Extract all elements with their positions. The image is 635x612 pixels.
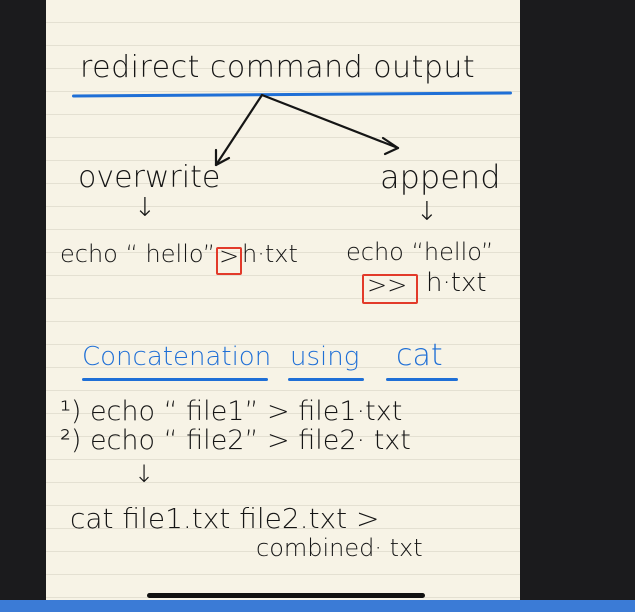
append-operator-box: [362, 274, 418, 304]
note-title: redirect command output: [80, 50, 476, 85]
overwrite-command: echo “ hello”: [60, 240, 216, 268]
using-underline: [288, 378, 364, 381]
note-line-1: ¹) echo “ file1” > file1·txt: [60, 396, 403, 427]
concatenation-underline: [82, 378, 268, 381]
note-page: redirect command output overwrite ↓ echo…: [46, 0, 520, 600]
section-word-using: using: [290, 342, 360, 372]
cat-down-arrow: ↓: [134, 460, 155, 488]
overwrite-target: h·txt: [242, 240, 298, 268]
cat-command: cat file1.txt file2.txt >: [70, 502, 380, 535]
append-command: echo “hello”: [346, 238, 494, 266]
combined-file: combined· txt: [256, 534, 423, 562]
overwrite-operator-box: [216, 247, 242, 275]
overwrite-operator: >: [219, 242, 240, 270]
cat-underline: [386, 378, 458, 381]
section-word-cat: cat: [396, 338, 443, 373]
append-heading: append: [380, 158, 501, 196]
append-down-arrow: ↓: [416, 197, 438, 227]
home-indicator[interactable]: [147, 593, 425, 598]
overwrite-heading: overwrite: [78, 160, 221, 195]
append-operator: >>: [367, 271, 408, 299]
append-target: h·txt: [426, 268, 487, 298]
bottom-bar: [0, 600, 635, 612]
branch-arrows: [214, 93, 400, 167]
overwrite-down-arrow: ↓: [134, 193, 156, 223]
section-word-concatenation: Concatenation: [82, 342, 272, 372]
note-line-2: ²) echo “ file2” > file2· txt: [60, 425, 411, 456]
